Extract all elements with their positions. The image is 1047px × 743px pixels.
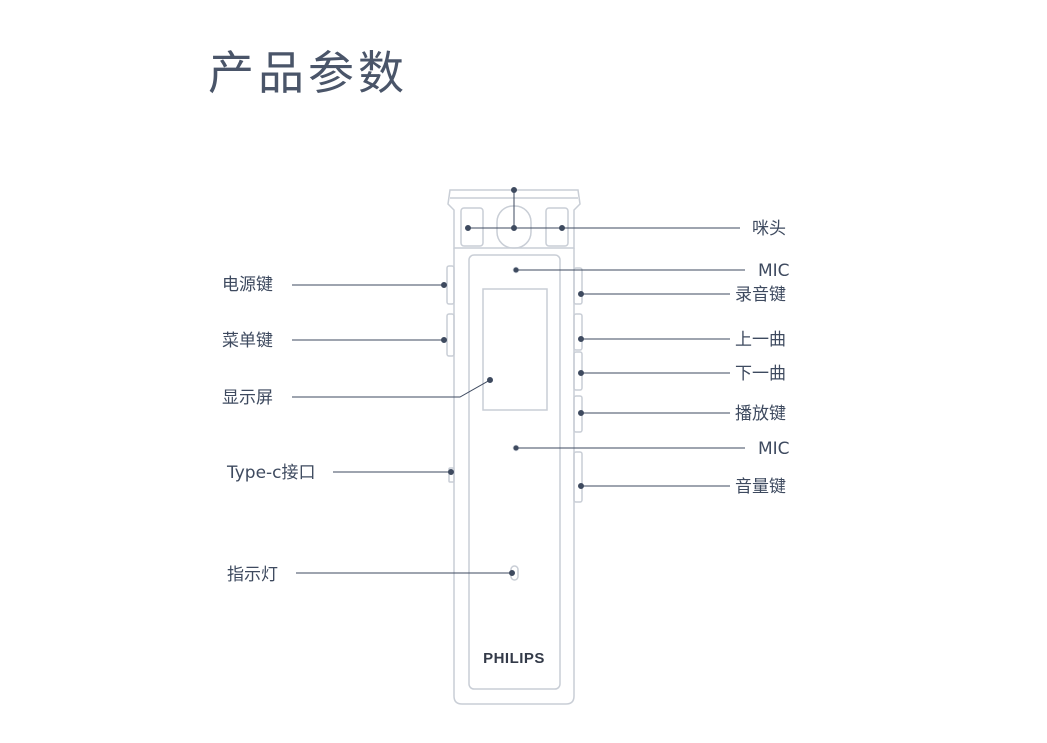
label-menu-key: 菜单键 bbox=[222, 331, 273, 351]
label-mic-head: 咪头 bbox=[752, 219, 786, 239]
screen-rect bbox=[482, 288, 548, 411]
label-indicator: 指示灯 bbox=[227, 565, 278, 585]
leader-lines bbox=[292, 187, 745, 576]
label-record-key: 录音键 bbox=[735, 285, 786, 305]
brand-logo: PHILIPS bbox=[483, 650, 545, 667]
label-mic-bottom: MIC bbox=[758, 439, 790, 459]
label-power-key: 电源键 bbox=[222, 275, 273, 295]
label-typec-port: Type-c接口 bbox=[227, 463, 316, 483]
label-play-key: 播放键 bbox=[735, 404, 786, 424]
page-title: 产品参数 bbox=[208, 46, 408, 100]
label-mic-top: MIC bbox=[758, 261, 790, 281]
label-display: 显示屏 bbox=[222, 388, 273, 408]
label-volume-key: 音量键 bbox=[735, 477, 786, 497]
label-next-track: 下一曲 bbox=[735, 364, 786, 384]
label-prev-track: 上一曲 bbox=[735, 330, 786, 350]
